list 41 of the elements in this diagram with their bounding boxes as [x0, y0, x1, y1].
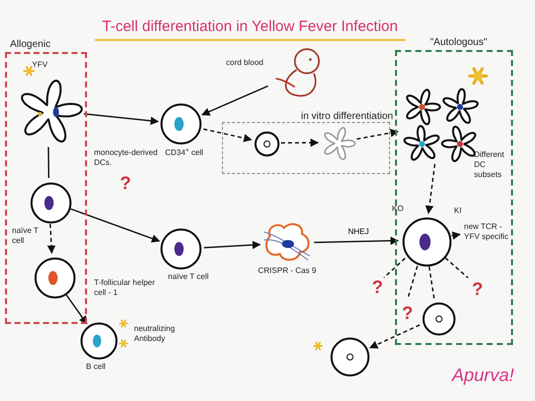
- signature: Apurva!: [452, 364, 514, 387]
- cell-label: CD34$^{+}$ cell: [165, 148, 204, 158]
- connector-line: [428, 266, 435, 298]
- cell-label: monocyte-derived DCs.: [94, 148, 159, 168]
- arrow: [47, 224, 56, 254]
- region-heading: Allogenic: [10, 39, 52, 52]
- connector-line: [407, 266, 418, 298]
- question-mark: ?: [472, 278, 482, 300]
- region-heading: "Autologous": [430, 37, 488, 50]
- side-note: neutralizing Antibody: [134, 324, 176, 344]
- arrow: [201, 85, 268, 116]
- connector-line: [384, 258, 406, 278]
- cell-label: T-follicular helper cell - 1: [94, 278, 156, 298]
- arrow: [203, 128, 252, 142]
- arrow: [281, 138, 319, 147]
- question-mark: ?: [120, 172, 131, 195]
- cell-label: naïve T cell: [12, 226, 40, 246]
- arrow: [425, 164, 436, 214]
- region-heading: in vitro differentiation: [301, 111, 394, 124]
- arrow: [204, 240, 261, 250]
- arrow: [84, 113, 159, 125]
- cell-label: CRISPR - Cas 9: [258, 266, 318, 276]
- question-mark: ?: [372, 276, 382, 298]
- arrow: [314, 236, 399, 245]
- cell-label: B cell: [86, 362, 107, 372]
- cell-label: Different DC subsets: [474, 150, 506, 180]
- connector-line: [444, 257, 468, 278]
- arrow: [70, 208, 160, 242]
- cell-label: naïve T cell: [168, 272, 210, 282]
- cell-label: KI: [454, 206, 463, 216]
- arrow: [66, 294, 88, 325]
- cell-label: KO: [392, 204, 405, 214]
- title: T-cell differentiation in Yellow Fever Infection: [95, 16, 405, 40]
- side-note: YFV: [32, 60, 49, 70]
- cell-label: new TCR - YFV specific: [464, 222, 510, 242]
- edge-label: NHEJ: [346, 226, 371, 238]
- side-note: cord blood: [226, 58, 264, 68]
- arrow: [452, 231, 461, 240]
- arrow: [369, 324, 420, 348]
- question-mark: ?: [402, 302, 412, 324]
- arrow: [356, 128, 399, 140]
